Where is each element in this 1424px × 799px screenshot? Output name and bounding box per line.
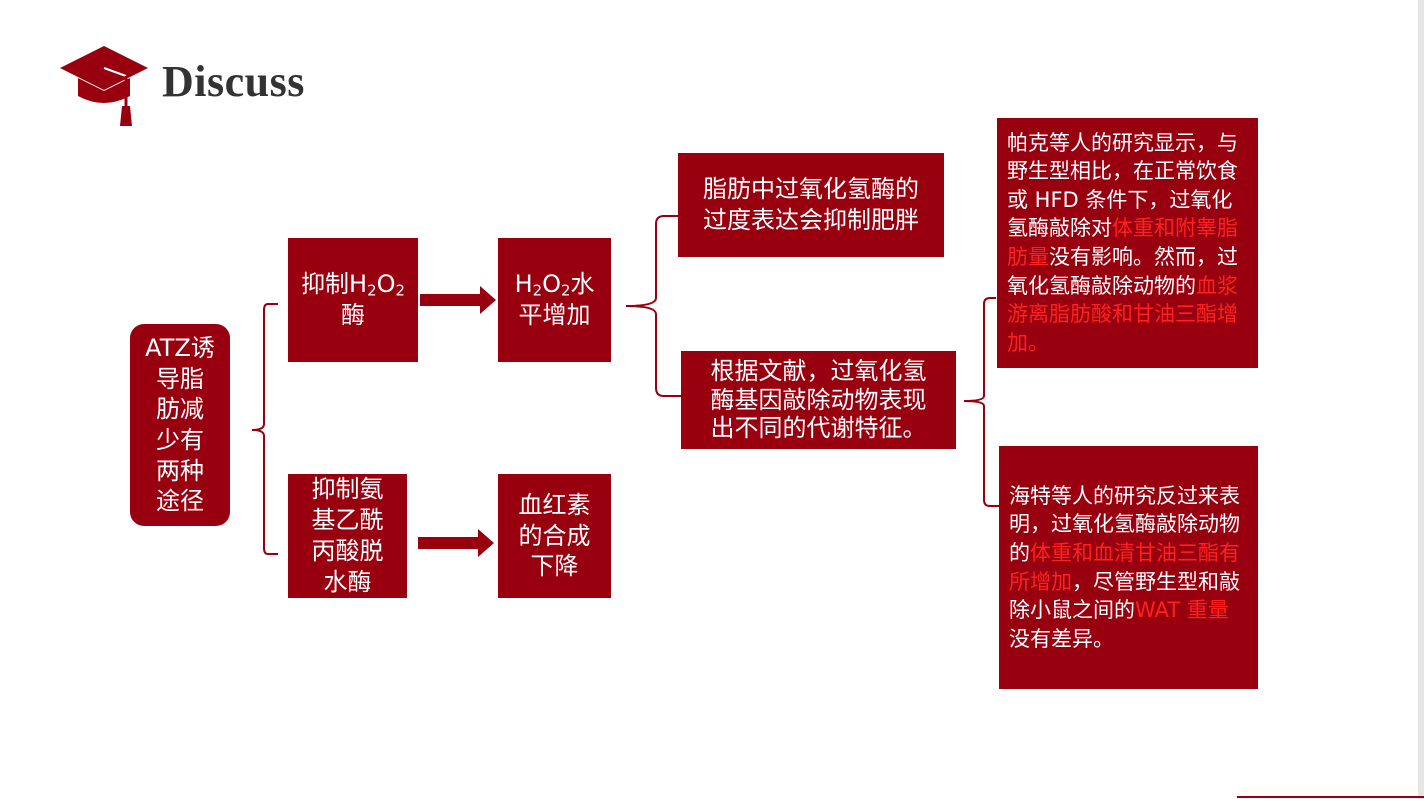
knockout-line: 酶基因敲除动物表现 <box>710 385 927 414</box>
inhibit-ala-line: 丙酸脱 <box>311 537 384 565</box>
knockout-line: 出不同的代谢特征。 <box>710 414 927 443</box>
root-line: ATZ诱 <box>145 333 215 362</box>
root-line: 途径 <box>156 487 204 516</box>
knockout-bracket <box>963 297 1000 507</box>
overexpress-line: 脂肪中过氧化氢酶的 <box>703 175 919 204</box>
graduation-cap-icon <box>60 46 148 126</box>
root-node: ATZ诱 导脂 肪减 少有 两种 途径 <box>130 324 230 526</box>
heme-line: 的合成 <box>518 521 591 550</box>
slide-edge <box>1418 0 1424 799</box>
h2o2-increase-node: H2O2水 平增加 <box>498 238 611 362</box>
heme-decrease-node: 血红素 的合成 下降 <box>498 474 611 598</box>
inhibit-h2o2-line2: 酶 <box>341 301 365 329</box>
overexpress-line: 过度表达会抑制肥胖 <box>703 206 919 234</box>
park-study-note: 帕克等人的研究显示，与野生型相比，在正常饮食或 HFD 条件下，过氧化氢酶敲除对… <box>997 118 1258 368</box>
root-line: 两种 <box>156 456 204 485</box>
knockout-node: 根据文献，过氧化氢 酶基因敲除动物表现 出不同的代谢特征。 <box>681 351 956 449</box>
root-line: 肪减 <box>156 395 204 424</box>
h2o2-increase-line1: H2O2水 <box>514 270 595 300</box>
inhibit-ala-node: 抑制氨 基乙酰 丙酸脱 水酶 <box>288 474 407 598</box>
overexpress-node: 脂肪中过氧化氢酶的 过度表达会抑制肥胖 <box>678 153 944 257</box>
heme-line: 血红素 <box>518 490 591 519</box>
park-study-text: 帕克等人的研究显示，与野生型相比，在正常饮食或 HFD 条件下，过氧化氢酶敲除对… <box>1007 130 1238 355</box>
heme-line: 下降 <box>530 552 579 581</box>
heit-study-note: 海特等人的研究反过来表明，过氧化氢酶敲除动物的体重和血清甘油三酯有所增加，尽管野… <box>999 446 1258 689</box>
heit-study-text: 海特等人的研究反过来表明，过氧化氢酶敲除动物的体重和血清甘油三酯有所增加，尽管野… <box>1009 483 1240 651</box>
root-line: 少有 <box>156 426 204 454</box>
inhibit-ala-line: 抑制氨 <box>311 474 384 503</box>
root-bracket <box>251 303 278 555</box>
arrow-2 <box>418 529 494 557</box>
footer-rule <box>1237 796 1424 798</box>
h2o2-bracket <box>625 215 684 397</box>
inhibit-ala-line: 基乙酰 <box>311 505 384 534</box>
inhibit-h2o2-line1: 抑制H2O2 <box>301 270 405 300</box>
h2o2-increase-line2: 平增加 <box>518 301 591 329</box>
page-title: Discuss <box>162 57 305 106</box>
inhibit-h2o2-node: 抑制H2O2 酶 <box>288 238 418 362</box>
arrow-1 <box>420 286 496 314</box>
inhibit-ala-line: 水酶 <box>323 568 372 597</box>
root-line: 导脂 <box>156 364 204 393</box>
knockout-line: 根据文献，过氧化氢 <box>710 356 927 385</box>
